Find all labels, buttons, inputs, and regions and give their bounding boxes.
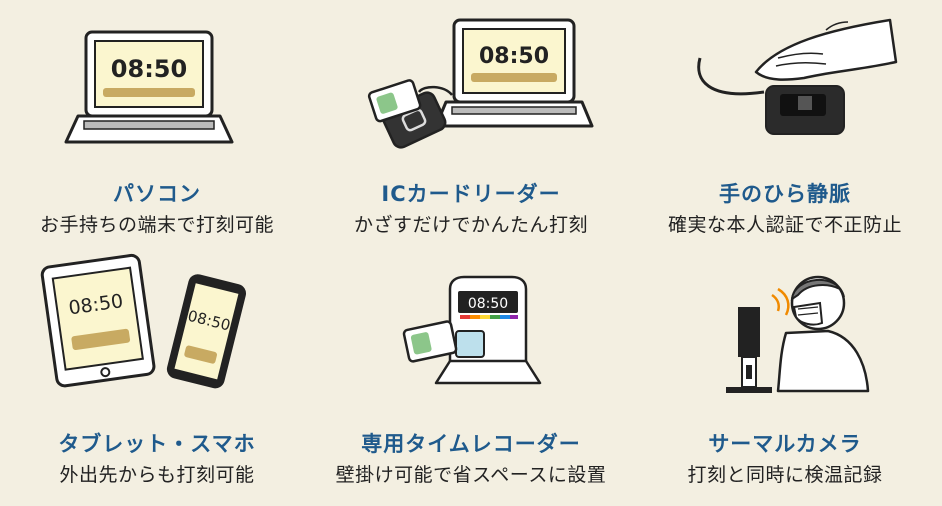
feature-tablet-phone: 08:50 08:50 タブレット・スマホ 外出先からも打刻可能 [0, 253, 314, 506]
feature-ic-card: 08:50 ICカードリーダー かざすだけでかんたん打刻 [314, 0, 628, 253]
feature-title: パソコン [113, 182, 201, 206]
palm-vein-icon [697, 18, 898, 135]
feature-thermal-camera: サーマルカメラ 打刻と同時に検温記録 [628, 253, 942, 506]
feature-desc: 外出先からも打刻可能 [59, 464, 255, 486]
feature-pc: 08:50 パソコン お手持ちの端末で打刻可能 [0, 0, 314, 253]
feature-palm-vein: 手のひら静脈 確実な本人認証で不正防止 [628, 0, 942, 253]
card-reader-icon: 08:50 [367, 18, 594, 149]
tablet-phone-icon: 08:50 08:50 [40, 253, 247, 389]
laptop-icon: 08:50 [64, 30, 234, 144]
feature-title: サーマルカメラ [708, 432, 862, 456]
feature-desc: 壁掛け可能で省スペースに設置 [335, 464, 607, 486]
feature-title: ICカードリーダー [381, 182, 561, 206]
reader-clock: 08:50 [479, 44, 549, 69]
time-recorder-icon: 08:50 [402, 275, 542, 385]
recorder-clock: 08:50 [468, 296, 508, 312]
laptop-clock: 08:50 [111, 55, 187, 83]
feature-desc: 確実な本人認証で不正防止 [667, 214, 902, 236]
feature-title: 手のひら静脈 [719, 182, 851, 206]
feature-time-recorder: 08:50 専用タイムレコーダー 壁掛け可能で省スペースに設置 [314, 253, 628, 506]
feature-title: 専用タイムレコーダー [361, 432, 581, 456]
feature-title: タブレット・スマホ [58, 432, 256, 456]
thermal-camera-icon [726, 275, 870, 393]
feature-desc: かざすだけでかんたん打刻 [353, 214, 588, 236]
feature-desc: お手持ちの端末で打刻可能 [39, 214, 274, 236]
feature-desc: 打刻と同時に検温記録 [687, 464, 883, 486]
